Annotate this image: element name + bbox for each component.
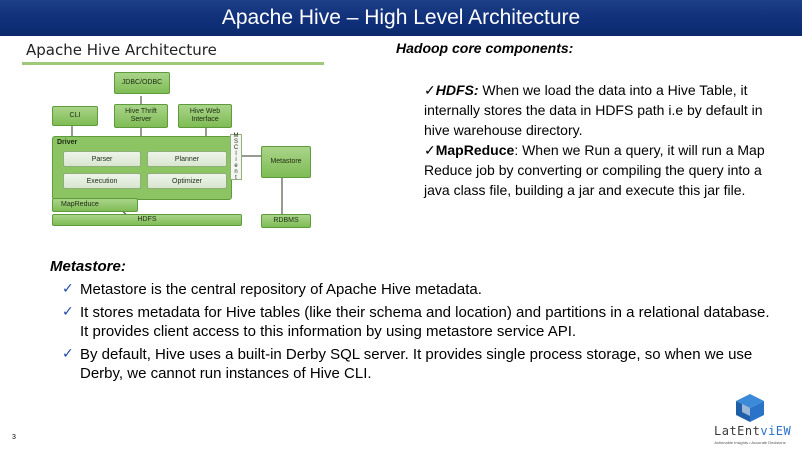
driver-box: Driver Parser Planner Execution Optimize… [52, 136, 232, 200]
msclient-letter: M [233, 133, 239, 139]
mapreduce-box: MapReduce [52, 198, 138, 212]
execution-box: Execution [63, 173, 141, 189]
mapreduce-description: : When we Run a query, it will run a Map… [424, 142, 765, 198]
slide-title: Apache Hive – High Level Architecture [221, 6, 581, 29]
metastore-heading: Metastore: [50, 258, 126, 275]
msclient-letter: l [235, 151, 237, 157]
metastore-bullets: ✓ Metastore is the central repository of… [62, 280, 782, 387]
logo-wordmark: LatEntviEW [714, 424, 791, 438]
hdfs-term: HDFS: [435, 82, 479, 98]
metastore-client-box: M S C l i e n t [230, 133, 242, 181]
planner-box: Planner [147, 151, 227, 167]
metastore-label: Metastore [270, 158, 302, 165]
check-icon: ✓ [62, 346, 74, 362]
hdfs-label: HDFS [137, 216, 157, 223]
hive-web-interface-box: Hive Web Interface [178, 104, 232, 128]
hive-thrift-server-label: Hive Thrift Server [125, 108, 157, 123]
optimizer-label: Optimizer [172, 177, 202, 185]
metastore-box: Metastore [261, 146, 311, 178]
hadoop-heading: Hadoop core components: [396, 40, 574, 56]
msclient-letter: e [234, 163, 238, 169]
hive-web-interface-label: Hive Web Interface [189, 108, 221, 123]
metastore-bullet: ✓ Metastore is the central repository of… [62, 280, 782, 299]
driver-label: Driver [57, 139, 78, 146]
check-icon: ✓ [424, 142, 436, 158]
optimizer-box: Optimizer [147, 173, 227, 189]
metastore-bullet-text: It stores metadata for Hive tables (like… [80, 304, 770, 340]
logo-cube-icon [736, 394, 764, 422]
msclient-letter: n [234, 169, 238, 175]
execution-label: Execution [86, 177, 118, 185]
cli-label: CLI [69, 112, 81, 119]
mapreduce-term: MapReduce [435, 142, 515, 158]
check-icon: ✓ [62, 281, 74, 297]
diagram-title: Apache Hive Architecture [26, 41, 217, 59]
check-icon: ✓ [424, 82, 436, 98]
jdbc-odbc-box: JDBC/ODBC [114, 72, 170, 94]
hadoop-components-list: ✓HDFS: When we load the data into a Hive… [424, 80, 784, 200]
page-number: 3 [12, 434, 16, 441]
diagram-title-rule [22, 62, 324, 65]
metastore-bullet: ✓ It stores metadata for Hive tables (li… [62, 303, 782, 341]
check-icon: ✓ [62, 304, 74, 320]
hadoop-item-hdfs: ✓HDFS: When we load the data into a Hive… [424, 80, 784, 140]
title-bar: Apache Hive – High Level Architecture [0, 0, 802, 36]
planner-label: Planner [174, 155, 200, 163]
mapreduce-label: MapReduce [61, 201, 99, 208]
rdbms-box: RDBMS [261, 214, 311, 228]
msclient-letter: C [233, 145, 239, 151]
metastore-bullet-text: Metastore is the central repository of A… [80, 281, 482, 298]
latentview-logo: LatEntviEW Actionable Insights • Accurat… [714, 392, 791, 448]
parser-box: Parser [63, 151, 141, 167]
hive-thrift-server-box: Hive Thrift Server [114, 104, 168, 128]
metastore-bullet-text: By default, Hive uses a built-in Derby S… [80, 346, 753, 382]
msclient-letter: S [233, 139, 238, 145]
logo-tagline: Actionable Insights • Accurate Decisions [714, 440, 786, 445]
parser-label: Parser [91, 155, 113, 163]
rdbms-label: RDBMS [273, 217, 299, 224]
msclient-letter: t [235, 175, 237, 181]
hdfs-description: When we load the data into a Hive Table,… [424, 82, 763, 138]
hive-architecture-diagram: Apache Hive Architecture JDBC/ODBC CLI H… [18, 38, 328, 230]
cli-box: CLI [52, 106, 98, 126]
msclient-letter: i [235, 157, 237, 163]
metastore-bullet: ✓ By default, Hive uses a built-in Derby… [62, 345, 782, 383]
hdfs-box: HDFS [52, 214, 242, 226]
logo-word-part1: LatEnt [714, 424, 761, 438]
hadoop-item-mapreduce: ✓MapReduce: When we Run a query, it will… [424, 140, 784, 200]
jdbc-odbc-label: JDBC/ODBC [121, 79, 163, 86]
logo-word-part2: viEW [760, 424, 792, 438]
